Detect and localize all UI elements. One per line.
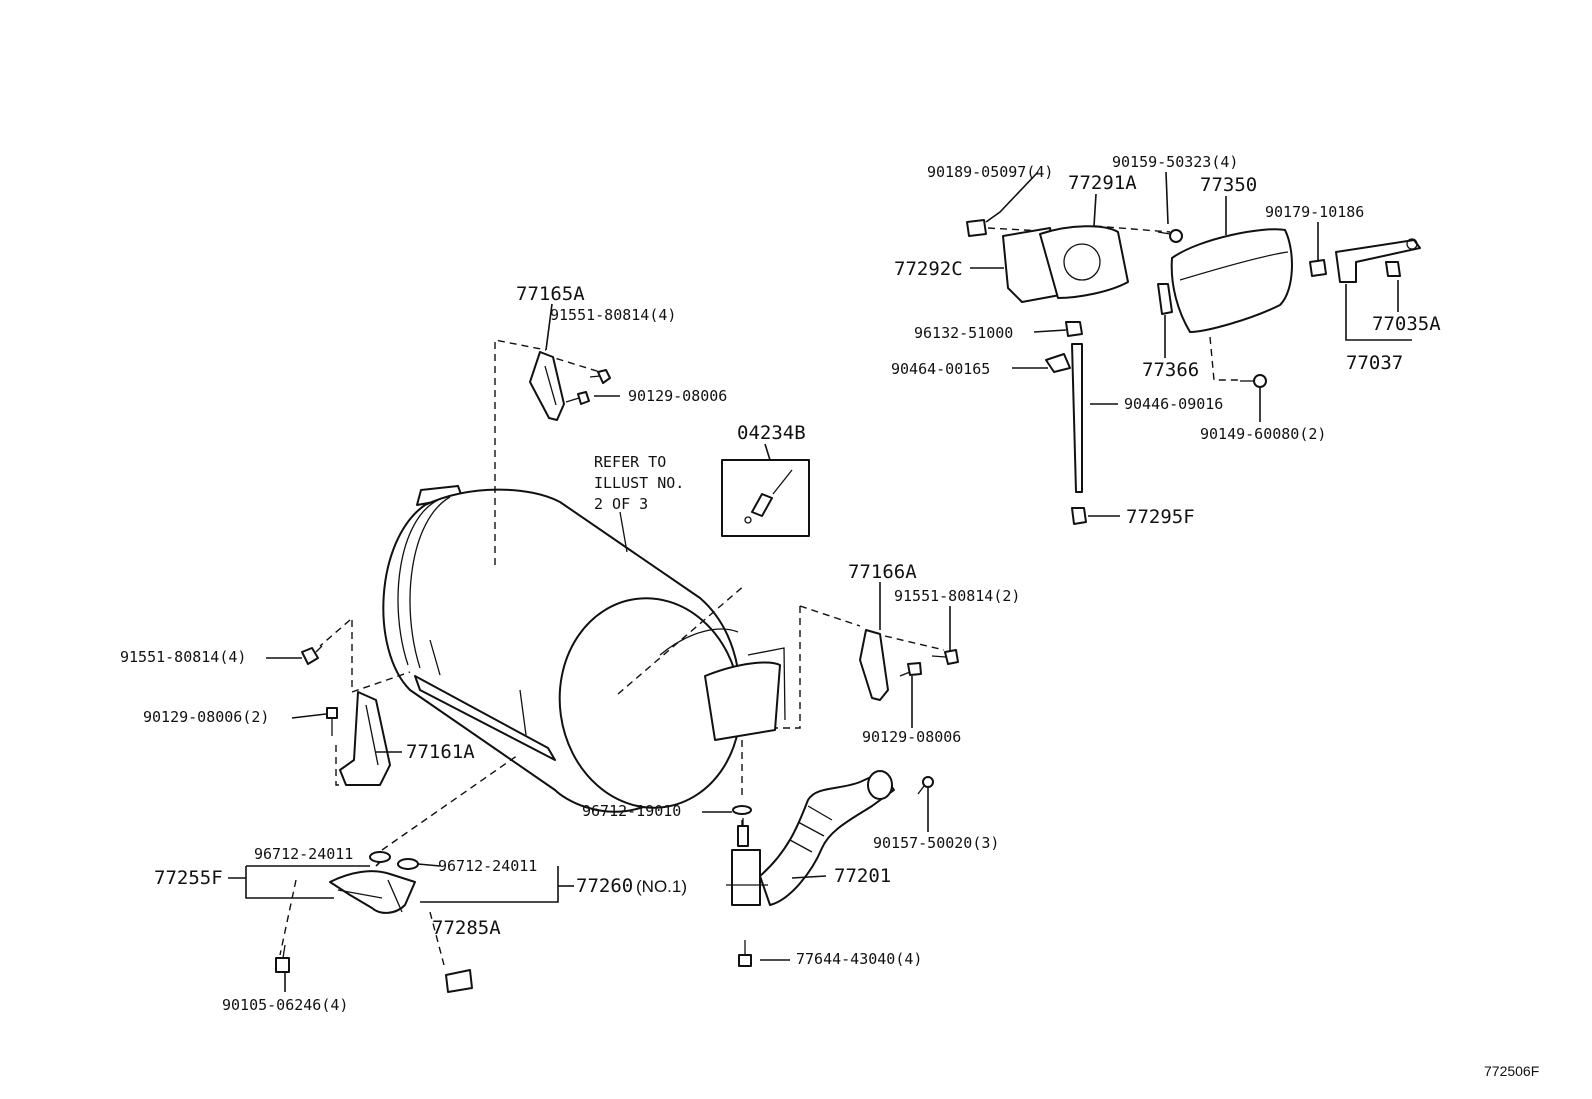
bolt-90105-06246: [275, 944, 290, 973]
label-90464-00165: 90464-00165: [891, 360, 990, 378]
label-77166a: 77166A: [848, 561, 917, 583]
bolt-77644-43040: [738, 940, 752, 967]
label-77161a: 77161A: [406, 741, 475, 763]
label-no1: (NO.1): [636, 877, 687, 896]
bolt-91551-80814-left: [301, 645, 323, 665]
label-90129-08006-right: 90129-08006: [862, 728, 961, 746]
fuel-lid-77350: [1170, 228, 1293, 333]
refer-note: REFER TO ILLUST NO. 2 OF 3: [594, 453, 684, 513]
bolt-90129-08006-top: [565, 391, 590, 405]
nut-90179-10186: [1309, 259, 1327, 277]
clip-77285a: [445, 969, 473, 993]
housing-77291a: [1039, 225, 1129, 299]
label-90179-10186: 90179-10186: [1265, 203, 1364, 221]
label-77255f: 77255F: [154, 867, 223, 889]
bracket-77161a: [339, 691, 391, 786]
filler-pipe-77201: [726, 770, 895, 906]
label-77644-43040: 77644-43040(4): [796, 950, 922, 968]
label-04234b: 04234B: [737, 422, 806, 444]
plug-77295f: [1071, 507, 1087, 525]
clip-90464-00165: [1045, 353, 1071, 373]
label-90129-08006-top: 90129-08006: [628, 387, 727, 405]
label-96712-24011-left: 96712-24011: [254, 845, 353, 863]
label-77366: 77366: [1142, 359, 1199, 381]
label-77295f: 77295F: [1126, 506, 1195, 528]
screw-90157-50020: [917, 776, 934, 795]
label-77285a: 77285A: [432, 917, 501, 939]
o-ring-96712-19010: [732, 805, 752, 815]
label-77037: 77037: [1346, 352, 1403, 374]
label-77292c: 77292C: [894, 258, 963, 280]
leader-lines: [228, 171, 1412, 992]
label-91551-80814-right: 91551-80814(2): [894, 587, 1020, 605]
label-90446-09016: 90446-09016: [1124, 395, 1223, 413]
bolt-90129-08006-left: [326, 707, 338, 736]
bolt-91551-80814-right: [931, 649, 959, 665]
bracket-77165a: [529, 351, 565, 421]
fuel-tank: [382, 485, 786, 813]
note-line-3: 2 OF 3: [594, 495, 648, 513]
clip-90189-05097: [966, 219, 987, 237]
kit-box-04234b: [721, 459, 810, 537]
screw-90159-50323: [1157, 229, 1183, 243]
screw-90149-60080: [1240, 374, 1267, 388]
hinge-77037: [1335, 238, 1421, 283]
label-90129-08006-left: 90129-08006(2): [143, 708, 269, 726]
label-90105-06246: 90105-06246(4): [222, 996, 348, 1014]
note-line-2: ILLUST NO.: [594, 474, 684, 492]
label-90149-60080: 90149-60080(2): [1200, 425, 1326, 443]
bolt-90129-08006-right: [899, 662, 922, 677]
label-77165a: 77165A: [516, 283, 585, 305]
bumper-77366: [1157, 283, 1173, 315]
clamp-96132-51000: [1065, 321, 1083, 337]
label-77291a: 77291A: [1068, 172, 1137, 194]
figure-id: 772506F: [1484, 1063, 1539, 1079]
note-line-1: REFER TO: [594, 453, 666, 471]
bracket-77166a: [859, 629, 889, 701]
label-96132-51000: 96132-51000: [914, 324, 1013, 342]
label-91551-80814-left: 91551-80814(4): [120, 648, 246, 666]
part-labels: 90189-05097(4) 90159-50323(4) 77291A 773…: [120, 153, 1441, 1014]
label-91551-80814-top: 91551-80814(4): [550, 306, 676, 324]
label-90157-50020: 90157-50020(3): [873, 834, 999, 852]
clip-77035a: [1385, 261, 1401, 277]
label-77201: 77201: [834, 865, 891, 887]
bolt-91551-80814-top: [589, 369, 611, 384]
label-77350: 77350: [1200, 174, 1257, 196]
label-77260: 77260: [576, 875, 633, 897]
label-96712-19010: 96712-19010: [582, 802, 681, 820]
label-90189-05097: 90189-05097(4): [927, 163, 1053, 181]
label-90159-50323: 90159-50323(4): [1112, 153, 1238, 171]
drain-hose-90446-09016: [1071, 343, 1083, 493]
hose-set: [329, 851, 419, 914]
label-96712-24011-right: 96712-24011: [438, 857, 537, 875]
label-77035a: 77035A: [1372, 313, 1441, 335]
